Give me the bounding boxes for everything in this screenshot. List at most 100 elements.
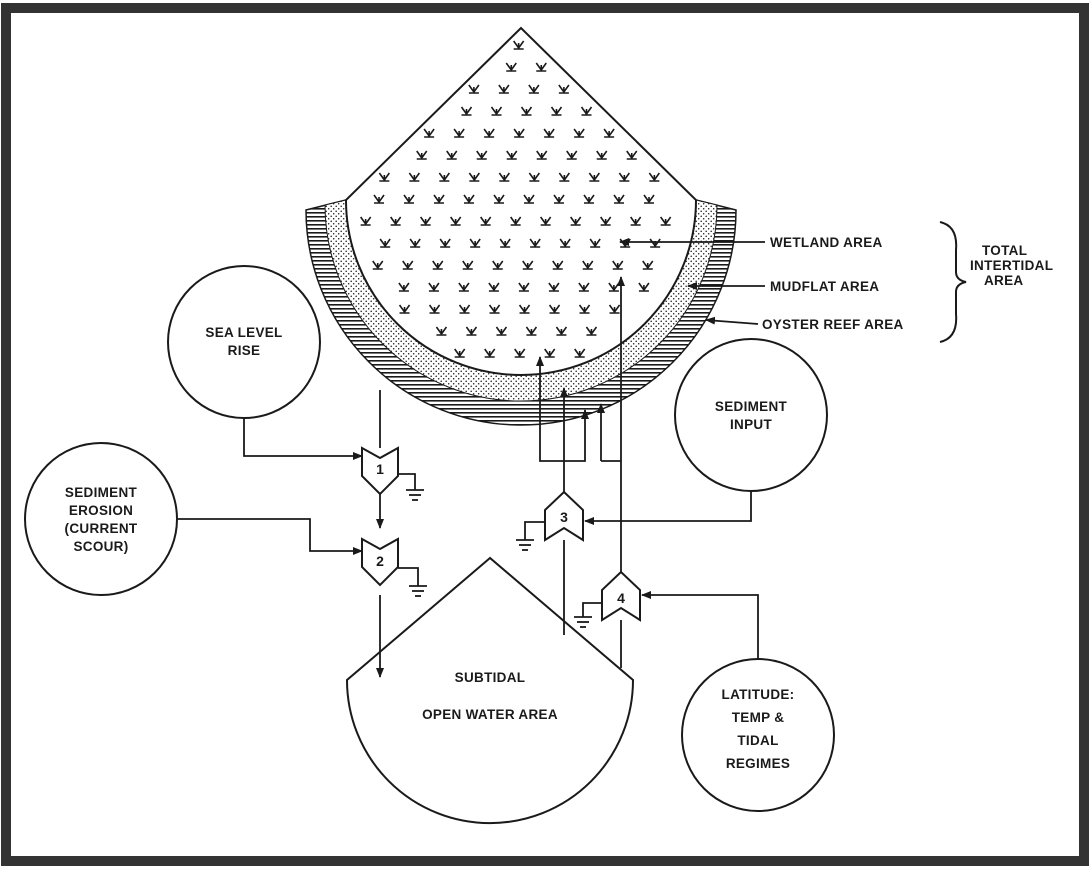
marsh-grass-icon <box>603 128 615 138</box>
marsh-grass-icon <box>550 106 563 116</box>
marsh-grass-icon <box>578 304 591 314</box>
marsh-grass-icon <box>573 128 585 138</box>
flow-lines <box>177 276 759 678</box>
valve-1: 1 <box>361 446 399 496</box>
marsh-grass-icon <box>372 260 384 270</box>
marsh-grass-icon <box>468 84 480 94</box>
marsh-grass-icon <box>458 304 471 314</box>
marsh-grass-icon <box>492 260 504 270</box>
marsh-grass-icon <box>495 326 508 336</box>
marsh-grass-icon <box>523 194 535 204</box>
marsh-grass-icon <box>535 62 547 72</box>
sediment-erosion-label-2: EROSION <box>69 503 133 518</box>
marsh-grass-icon <box>453 128 465 138</box>
marsh-grass-icon <box>498 84 510 94</box>
marsh-grass-icon <box>514 348 526 358</box>
marsh-grass-icon <box>465 326 478 336</box>
heat-sinks <box>398 473 602 628</box>
subtidal-stock: SUBTIDAL OPEN WATER AREA <box>345 556 635 824</box>
marsh-grass-icon <box>420 216 432 226</box>
marsh-grass-icon <box>585 326 598 336</box>
marsh-grass-icon <box>493 194 505 204</box>
marsh-grass-icon <box>528 84 540 94</box>
marsh-grass-icon <box>613 194 625 204</box>
marsh-grass-icon <box>626 150 638 160</box>
valve-3: 3 <box>544 490 584 542</box>
marsh-grass-icon <box>566 150 578 160</box>
sediment-erosion-label-3: (CURRENT <box>65 521 138 536</box>
latitude-label-4: REGIMES <box>726 756 790 771</box>
marsh-grass-symbols <box>360 40 672 358</box>
sediment-input-label-2: INPUT <box>730 417 772 432</box>
heat-sink-icon <box>398 473 424 501</box>
marsh-grass-icon <box>540 216 552 226</box>
marsh-grass-icon <box>518 282 530 292</box>
marsh-grass-icon <box>469 238 481 248</box>
marsh-grass-icon <box>536 150 548 160</box>
mudflat-area-label: MUDFLAT AREA <box>770 279 879 294</box>
marsh-grass-icon <box>544 348 556 358</box>
marsh-grass-icon <box>409 238 421 248</box>
marsh-grass-icon <box>612 260 624 270</box>
marsh-grass-icon <box>553 194 565 204</box>
marsh-grass-icon <box>460 106 473 116</box>
marsh-grass-icon <box>643 194 655 204</box>
source-sediment-erosion: SEDIMENT EROSION (CURRENT SCOUR) <box>24 442 178 596</box>
marsh-grass-icon <box>428 304 441 314</box>
marsh-grass-icon <box>574 348 586 358</box>
marsh-grass-icon <box>433 194 445 204</box>
marsh-grass-icon <box>480 216 492 226</box>
marsh-grass-icon <box>578 282 590 292</box>
marsh-grass-icon <box>402 260 414 270</box>
valve-3-number: 3 <box>560 509 568 525</box>
marsh-grass-icon <box>555 326 568 336</box>
marsh-grass-icon <box>439 238 451 248</box>
marsh-grass-icon <box>510 216 522 226</box>
latitude-label-2: TEMP & <box>732 710 785 725</box>
sea-level-rise-label-2: RISE <box>228 343 261 358</box>
marsh-grass-icon <box>528 172 540 182</box>
source-sea-level-rise: SEA LEVEL RISE <box>167 265 321 419</box>
heat-sink-icon <box>574 602 602 628</box>
marsh-grass-icon <box>458 282 470 292</box>
marsh-grass-icon <box>548 282 560 292</box>
marsh-grass-icon <box>379 238 391 248</box>
marsh-grass-icon <box>454 348 466 358</box>
total-intertidal-label-1: TOTAL <box>982 243 1027 258</box>
sea-level-rise-label-1: SEA LEVEL <box>205 325 282 340</box>
marsh-grass-icon <box>529 238 541 248</box>
marsh-grass-icon <box>630 216 642 226</box>
heat-sink-icon <box>398 567 427 597</box>
marsh-grass-icon <box>490 106 503 116</box>
marsh-grass-icon <box>398 282 410 292</box>
latitude-label-1: LATITUDE: <box>722 687 795 702</box>
wetland-stock <box>344 26 698 376</box>
marsh-grass-icon <box>522 260 534 270</box>
marsh-grass-icon <box>608 304 621 314</box>
marsh-grass-icon <box>570 216 582 226</box>
marsh-grass-icon <box>543 128 555 138</box>
latitude-label-3: TIDAL <box>737 733 778 748</box>
marsh-grass-icon <box>525 326 538 336</box>
marsh-grass-icon <box>476 150 488 160</box>
sediment-input-label-1: SEDIMENT <box>715 399 788 414</box>
marsh-grass-icon <box>558 84 570 94</box>
marsh-grass-icon <box>618 172 630 182</box>
marsh-grass-icon <box>505 62 517 72</box>
marsh-grass-icon <box>378 172 390 182</box>
marsh-grass-icon <box>483 128 495 138</box>
marsh-grass-icon <box>484 348 496 358</box>
marsh-grass-icon <box>488 282 500 292</box>
valve-2: 2 <box>361 537 399 587</box>
marsh-grass-icon <box>446 150 458 160</box>
heat-sink-icon <box>516 521 545 551</box>
marsh-grass-icon <box>463 194 475 204</box>
valve-4: 4 <box>601 570 641 622</box>
marsh-grass-icon <box>552 260 564 270</box>
marsh-grass-icon <box>398 304 411 314</box>
valve-2-number: 2 <box>376 553 384 569</box>
marsh-grass-icon <box>596 150 608 160</box>
marsh-grass-icon <box>438 172 450 182</box>
marsh-grass-icon <box>588 172 600 182</box>
